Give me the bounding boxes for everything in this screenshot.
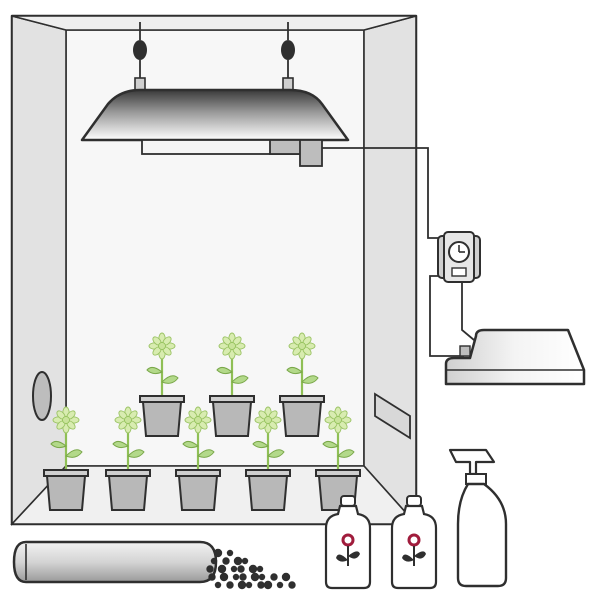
- clay-pebble: [281, 572, 291, 582]
- clay-pebble: [232, 573, 240, 581]
- clay-pebble: [241, 557, 249, 565]
- clay-pebble: [250, 572, 260, 582]
- clay-pebble: [245, 581, 253, 589]
- clay-pebble: [276, 581, 284, 589]
- power-cable: [322, 147, 475, 357]
- clay-pebble: [226, 549, 234, 557]
- clay-pebble: [210, 557, 218, 565]
- clay-pebble: [217, 564, 227, 574]
- vent-port-icon: [32, 371, 52, 421]
- clay-pebble: [230, 565, 238, 573]
- clay-pebble: [270, 573, 278, 581]
- clay-pebble: [257, 581, 265, 589]
- clay-pebble: [288, 581, 296, 589]
- timer-clock-icon: [437, 231, 481, 283]
- clay-pebble: [219, 572, 229, 582]
- vent-flap-icon: [374, 392, 411, 440]
- clay-pebble: [226, 581, 234, 589]
- spray-bottle-icon: [448, 448, 508, 588]
- grow-media-bag-icon: [12, 540, 218, 584]
- clay-pebble: [248, 564, 258, 574]
- ballast-icon: [444, 328, 586, 386]
- clay-pebble: [214, 581, 222, 589]
- clay-pebble: [239, 573, 247, 581]
- clay-pebble: [237, 580, 247, 590]
- clay-pebble: [258, 573, 266, 581]
- clay-pebble: [208, 573, 216, 581]
- clay-pebble: [222, 557, 230, 565]
- clay-pebble: [213, 548, 223, 558]
- clay-pebble: [233, 556, 243, 566]
- clay-pebble: [256, 565, 264, 573]
- clay-pebble: [237, 565, 245, 573]
- clay-pebbles-icon: [206, 548, 296, 590]
- grow-light-reflector-icon: [80, 88, 350, 167]
- clay-pebble: [206, 565, 214, 573]
- clay-pebble: [263, 580, 273, 590]
